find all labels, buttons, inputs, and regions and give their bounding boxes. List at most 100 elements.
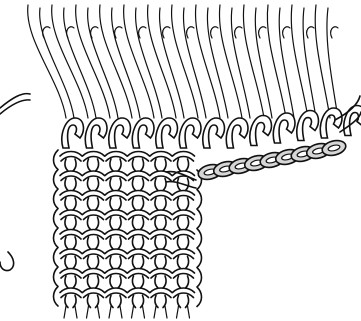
needle-loop (62, 118, 84, 148)
knit-stitch (60, 210, 82, 230)
yarn-strand (76, 5, 110, 118)
yarn-tail (154, 306, 156, 318)
yarn-strand (315, 5, 330, 118)
knit-stitch (60, 152, 82, 172)
knit-stitch (150, 288, 172, 308)
chain-lead (166, 182, 196, 188)
needle-loop (226, 118, 248, 148)
yarn-tail (64, 306, 66, 318)
knit-stitch (83, 171, 105, 191)
knit-stitch (128, 210, 150, 230)
knit-stitch (60, 171, 82, 191)
yarn-hook-mark (331, 27, 338, 38)
crochet-hook-icon (0, 94, 30, 271)
knit-stitch (128, 288, 150, 308)
yarn-hook-mark (91, 27, 98, 38)
yarn-hook-mark (115, 27, 122, 38)
knit-stitch (173, 249, 195, 269)
knit-stitch (83, 288, 105, 308)
needle-loop (109, 118, 131, 148)
yarn-strand (172, 5, 198, 118)
knit-stitch (60, 249, 82, 269)
yarn-strand (100, 5, 132, 118)
yarn-tail (98, 306, 100, 318)
yarn-tail (75, 306, 77, 318)
knit-stitch (128, 191, 150, 211)
knit-stitch (150, 230, 172, 250)
knit-stitch (60, 230, 82, 250)
needle-loop (132, 118, 154, 148)
yarn-tail (188, 306, 190, 318)
yarn-tail (177, 306, 179, 318)
needle-loop (250, 116, 272, 146)
needle-loop (273, 113, 295, 143)
knit-stitch (128, 249, 150, 269)
knit-stitch (83, 249, 105, 269)
yarn-hook-mark (307, 27, 314, 38)
needle-loop (179, 118, 201, 148)
yarn-strand (291, 5, 308, 118)
knit-stitch (83, 210, 105, 230)
yarn-hook-mark (187, 27, 194, 38)
yarn-hook-mark (283, 27, 290, 38)
yarn-hook-mark (43, 27, 50, 38)
yarn-strands (28, 5, 338, 118)
knitted-fabric (54, 150, 202, 318)
needle-loop (297, 111, 319, 141)
knit-stitch (173, 191, 195, 211)
knit-stitch (60, 191, 82, 211)
yarn-strand (64, 8, 96, 118)
knit-stitch (105, 191, 127, 211)
knit-stitch (83, 230, 105, 250)
yarn-tail (120, 306, 122, 318)
knit-stitch (128, 152, 150, 172)
fabric-right-edge (197, 170, 202, 307)
knit-stitch (150, 210, 172, 230)
yarn-tail (143, 306, 145, 318)
yarn-strand (255, 8, 272, 118)
knit-stitch (128, 171, 150, 191)
knit-stitch (150, 171, 172, 191)
knit-stitch (60, 269, 82, 289)
yarn-strand (219, 5, 242, 118)
knit-stitch (105, 210, 127, 230)
knit-stitch (173, 288, 195, 308)
needle-stitch-loops (62, 106, 361, 149)
knit-stitch (150, 269, 172, 289)
knit-stitch (150, 152, 172, 172)
knit-stitch (173, 269, 195, 289)
yarn-strand (231, 8, 250, 118)
knit-stitch (150, 191, 172, 211)
knit-stitch (173, 152, 195, 172)
yarn-tail (132, 306, 134, 318)
knit-stitch (105, 288, 127, 308)
needle-loop (85, 118, 107, 148)
needle-loop (320, 108, 342, 138)
yarn-hook-mark (259, 27, 266, 38)
yarn-hook-mark (163, 27, 170, 38)
yarn-hook-mark (139, 27, 146, 38)
knit-stitch (60, 288, 82, 308)
yarn-strand (28, 5, 66, 118)
yarn-hook-mark (67, 27, 74, 38)
knit-stitch (173, 230, 195, 250)
knit-stitch (173, 210, 195, 230)
knit-stitch (128, 269, 150, 289)
yarn-hook-mark (235, 27, 242, 38)
knit-stitch (105, 249, 127, 269)
needle-loop (344, 106, 361, 136)
needle-loop (156, 118, 178, 148)
yarn-tail (165, 306, 167, 318)
fabric-left-edge (54, 150, 59, 306)
yarn-strand (207, 8, 228, 118)
yarn-strand (327, 8, 338, 118)
knit-stitch (128, 230, 150, 250)
yarn-tail (87, 306, 89, 318)
knit-stitch (105, 269, 127, 289)
knit-stitch (83, 191, 105, 211)
yarn-hook-mark (211, 27, 218, 38)
needle-loop (203, 118, 225, 148)
knit-stitch (83, 269, 105, 289)
knit-stitch (150, 249, 172, 269)
